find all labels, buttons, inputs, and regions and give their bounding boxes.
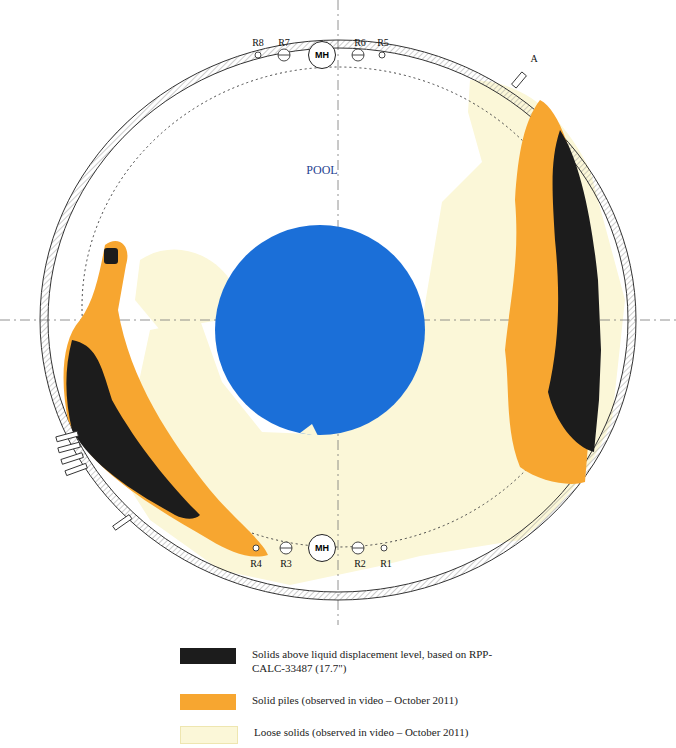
riser-label: R6 [354,37,366,48]
riser-label: R1 [380,558,392,569]
legend-text: Loose solids (observed in video – Octobe… [254,726,524,740]
solids-above-liquid [548,130,601,452]
pool [215,225,425,435]
riser-label: R7 [278,37,290,48]
risers [253,49,387,554]
tank-wall [40,40,636,600]
legend-text: Solids above liquid displacement level, … [252,648,522,676]
pool-label: POOL [306,163,337,178]
solids-above-liquid [104,248,118,264]
legend-swatch [180,694,236,710]
riser-label: R2 [354,558,366,569]
legend-entry: Solid piles (observed in video – October… [180,694,522,710]
legend-entry: Solids above liquid displacement level, … [180,648,522,676]
legend-text: Solid piles (observed in video – October… [252,694,522,708]
riser-label: R4 [250,558,262,569]
pool-notch [300,424,318,436]
riser-label: R5 [377,37,389,48]
solids-above-liquid [66,340,200,519]
manhole-label: MH [315,51,329,60]
riser-label: R8 [252,37,264,48]
manhole: MH [308,534,336,562]
legend-entry: Loose solids (observed in video – Octobe… [180,726,524,744]
manhole: MH [308,41,336,69]
riser-label: R3 [280,558,292,569]
legend-swatch [180,648,236,664]
manhole-label: MH [315,544,329,553]
nozzle-label: A [530,53,537,64]
legend-swatch [180,726,238,744]
nozzles [56,72,527,530]
